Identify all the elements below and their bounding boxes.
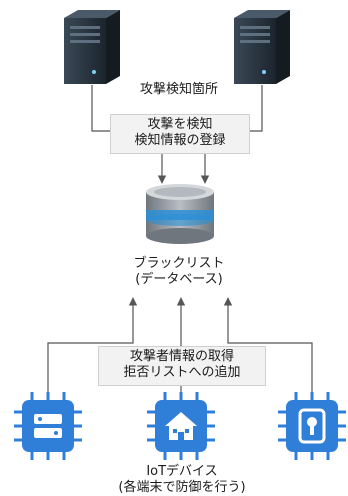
distribution-step-2: 拒否リストへの追加 <box>123 365 241 380</box>
devices-label-line1: IoTデバイス <box>146 464 218 479</box>
server-icon <box>234 10 290 84</box>
home-chip-icon <box>147 392 215 460</box>
database-label-line1: ブラックリスト <box>133 256 225 271</box>
distribution-step-box: 攻撃者情報の取得 拒否リストへの追加 <box>98 346 266 386</box>
database-title: ブラックリスト (データベース) <box>114 256 244 288</box>
devices-title: IoTデバイス (各端末で防御を行う) <box>84 464 280 496</box>
router-chip-icon <box>14 392 82 460</box>
detection-location-label: 攻撃検知箇所 <box>139 82 218 97</box>
distribution-step-1: 攻撃者情報の取得 <box>129 349 234 364</box>
detection-step-2: 検知情報の登録 <box>134 133 226 148</box>
detection-step-1: 攻撃を検知 <box>147 117 213 132</box>
database-label-line2: (データベース) <box>135 272 223 287</box>
devices-label-line2: (各端末で防御を行う) <box>118 480 246 495</box>
lock-chip-icon <box>278 392 346 460</box>
server-icon <box>64 10 120 84</box>
database-icon <box>146 184 214 244</box>
detection-step-box: 攻撃を検知 検知情報の登録 <box>110 114 250 154</box>
